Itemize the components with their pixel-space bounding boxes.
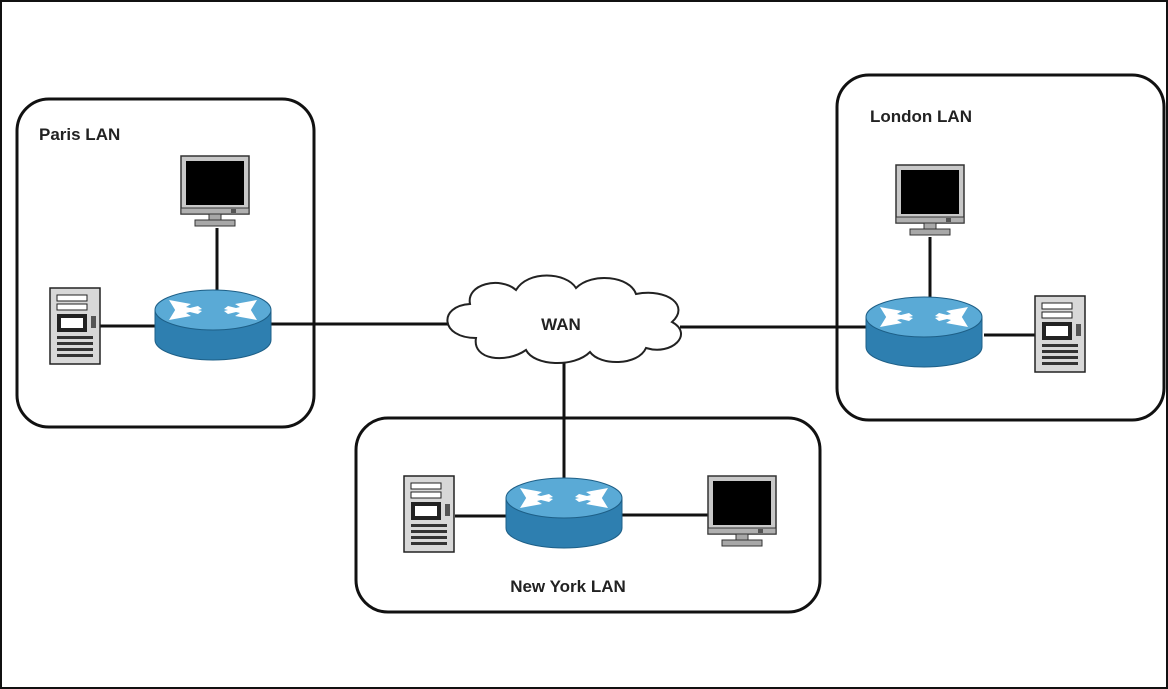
paris-lan-box xyxy=(15,97,316,429)
wan-cloud: WAN xyxy=(446,274,682,365)
cloud-shape xyxy=(446,274,682,365)
paris-lan-label: Paris LAN xyxy=(39,125,120,144)
newyork-server-icon xyxy=(403,475,455,553)
london-router-icon xyxy=(865,296,983,368)
london-lan-label: London LAN xyxy=(870,107,972,126)
london-server-icon xyxy=(1034,295,1086,373)
newyork-router-icon xyxy=(505,477,623,549)
paris-server-icon xyxy=(49,287,101,365)
newyork-lan-box xyxy=(354,416,822,614)
london-lan-box xyxy=(835,73,1166,422)
newyork-lan-label: New York LAN xyxy=(510,577,626,596)
wan-label: WAN xyxy=(541,315,581,334)
paris-router-icon xyxy=(154,289,272,361)
links xyxy=(100,228,1036,518)
